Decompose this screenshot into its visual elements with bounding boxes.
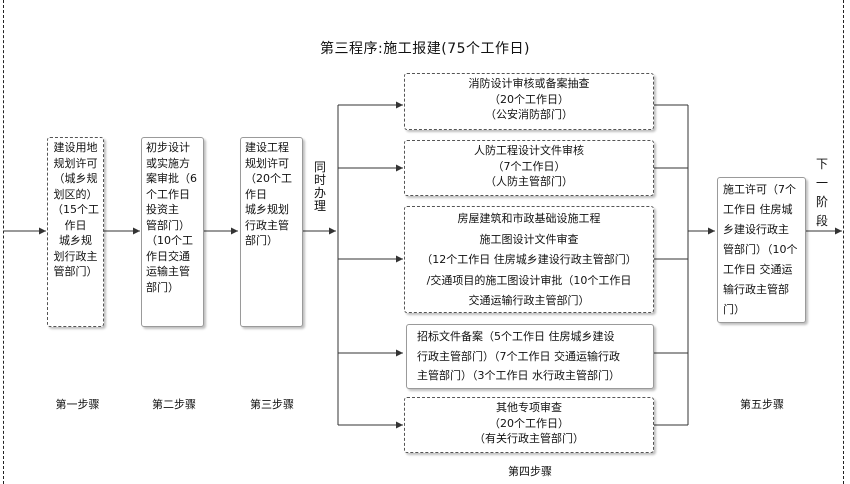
step4-label: 第四步骤 <box>508 465 552 478</box>
step2-box: 初步设计 或实施方 案审批（6 个工作日 投资主 管部门） （10个工 作日交通… <box>141 137 204 327</box>
step4-item-tender-filing: 招标文件备案（5个工作日 住房城乡建设 行政主管部门）（7个工作日 交通运输行政… <box>406 324 654 389</box>
step4-item-fire: 消防设计审核或备案抽查 （20个工作日） （公安消防部门） <box>404 73 654 130</box>
step5-label: 第五步骤 <box>740 398 784 411</box>
step3-box: 建设工程 规划许可 （20个工 作日 城乡规划 行政主管 部门） <box>240 137 303 327</box>
step1-label: 第一步骤 <box>55 398 100 411</box>
step4-item-construction-drawings: 房屋建筑和市政基础设施工程 施工图设计文件审查 （12个工作日 住房城乡建设行政… <box>404 206 654 313</box>
step3-label: 第三步骤 <box>250 398 294 411</box>
step4-item-other-review: 其他专项审查 （20个工作日） （有关行政主管部门） <box>404 397 654 453</box>
concurrent-label: 同 时 办 理 <box>313 160 326 213</box>
frame-border-left <box>3 0 4 484</box>
next-stage-label: 下 一 阶 段 <box>815 157 828 228</box>
frame-border-right <box>843 0 844 484</box>
step4-item-civil-defense: 人防工程设计文件审核 （7个工作日） （人防主管部门） <box>404 140 654 196</box>
page-title: 第三程序:施工报建(75个工作日) <box>320 41 530 57</box>
step5-box: 施工许可（7个 工作日 住房城 乡建设行政主 管部门）（10个 工作日 交通运 … <box>717 177 806 323</box>
step1-box: 建设用地 规划许可 （城乡规 划区的） （15个工 作日 城乡规 划行政主 管部… <box>47 137 104 327</box>
step2-label: 第二步骤 <box>152 398 196 411</box>
